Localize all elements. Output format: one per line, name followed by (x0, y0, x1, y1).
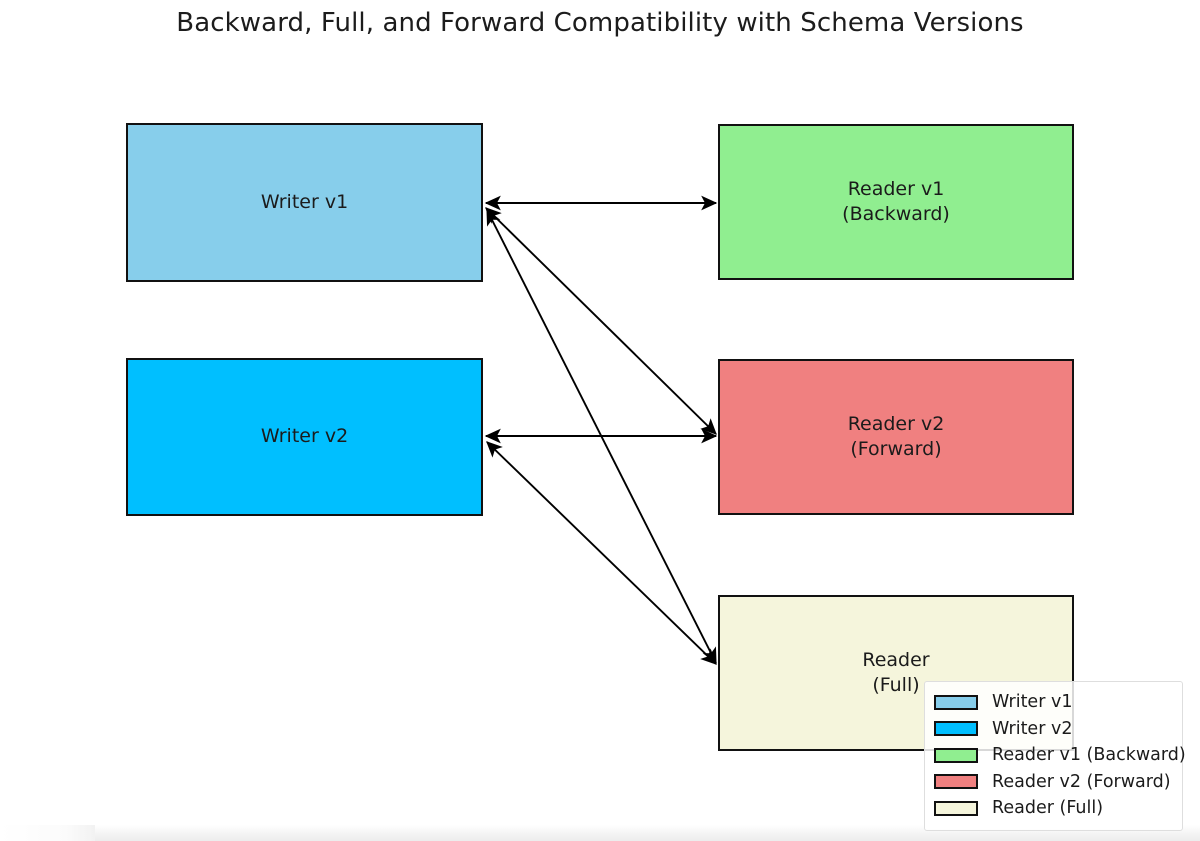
node-reader-full[interactable]: Reader (Full) (718, 595, 1074, 751)
legend-swatch-reader-full (934, 800, 978, 816)
node-reader-v2-forward[interactable]: Reader v2 (Forward) (718, 359, 1074, 515)
legend-item-writer-v2[interactable]: Writer v2 (934, 716, 1173, 743)
legend-swatch-writer-v2 (934, 721, 978, 737)
bottom-edge-shadow (0, 825, 1200, 841)
node-writer-v1[interactable]: Writer v1 (126, 123, 483, 282)
legend-swatch-writer-v1 (934, 694, 978, 710)
node-reader-v1-backward[interactable]: Reader v1 (Backward) (718, 124, 1074, 280)
legend-swatch-reader-v2-forward (934, 774, 978, 790)
edge-writer-v2-reader-full (486, 441, 717, 665)
legend-item-writer-v1[interactable]: Writer v1 (934, 689, 1173, 716)
legend-item-reader-full[interactable]: Reader (Full) (934, 795, 1173, 822)
node-writer-v2[interactable]: Writer v2 (126, 358, 483, 516)
page-title: Backward, Full, and Forward Compatibilit… (176, 8, 1024, 38)
legend-label-reader-v2-forward: Reader v2 (Forward) (992, 771, 1171, 792)
legend: Writer v1 Writer v2 Reader v1 (Backward)… (924, 681, 1186, 831)
legend-label-writer-v1: Writer v1 (992, 692, 1073, 713)
bottom-edge-shadow-left (0, 825, 95, 841)
legend-label-writer-v2: Writer v2 (992, 718, 1073, 739)
legend-label-reader-v1-backward: Reader v1 (Backward) (992, 745, 1186, 766)
edge-writer-v1-reader-v2 (485, 207, 717, 435)
legend-item-reader-v2-forward[interactable]: Reader v2 (Forward) (934, 769, 1173, 796)
legend-label-reader-full: Reader (Full) (992, 798, 1104, 819)
legend-item-reader-v1-backward[interactable]: Reader v1 (Backward) (934, 742, 1186, 769)
legend-swatch-reader-v1-backward (934, 747, 978, 763)
